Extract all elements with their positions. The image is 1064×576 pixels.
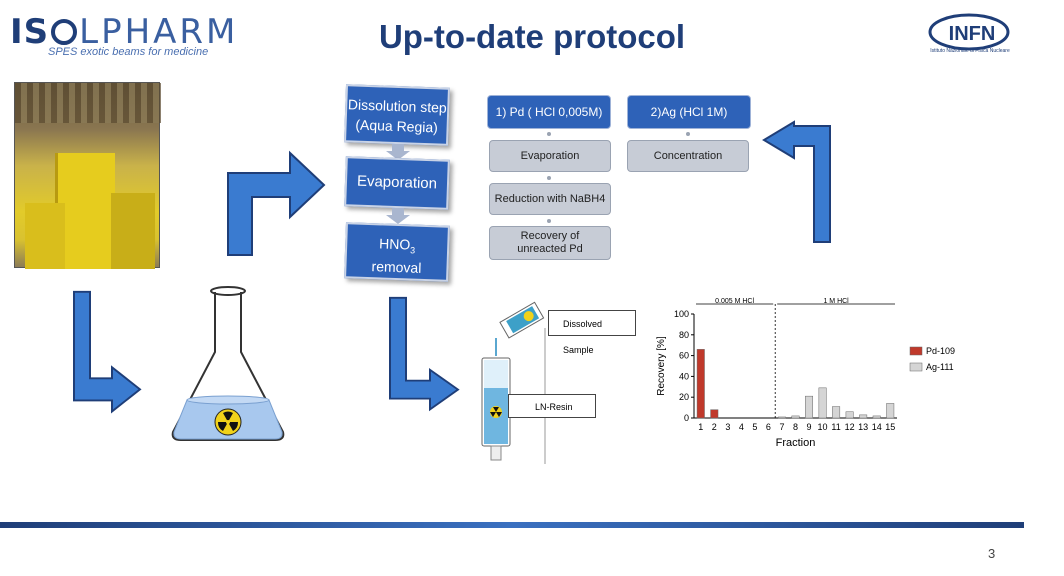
y-tick-label: 80: [679, 330, 689, 340]
legend-swatch: [909, 362, 923, 372]
pd-recovery-box: Recovery of unreacted Pd: [489, 226, 611, 260]
infn-logo-text: INFN: [949, 23, 996, 45]
connector-dot: [547, 176, 551, 180]
bar-Ag-111: [832, 406, 841, 419]
connector-dot: [547, 219, 551, 223]
connector-dot: [547, 132, 551, 136]
x-tick-label: 1: [698, 422, 703, 432]
y-tick-label: 20: [679, 392, 689, 402]
infn-logo: INFN: [928, 13, 1010, 51]
logo-part-a: IS: [10, 12, 50, 52]
hno3-formula: HNO: [378, 235, 411, 253]
pd-reduction-box: Reduction with NaBH4: [489, 183, 611, 215]
y-tick-label: 60: [679, 351, 689, 361]
radiation-icon: [214, 408, 242, 436]
bar-Ag-111: [777, 416, 786, 419]
x-tick-label: 11: [831, 422, 840, 432]
ln-resin-label: LN-Resin: [508, 394, 596, 418]
x-tick-label: 10: [818, 422, 828, 432]
logo-tagline: SPES exotic beams for medicine: [48, 46, 209, 58]
ag-header-box: 2)Ag (HCl 1M): [627, 95, 751, 129]
x-tick-label: 6: [766, 422, 771, 432]
x-tick-label: 5: [752, 422, 757, 432]
dissolved-sample-label: Dissolved Sample: [548, 310, 636, 355]
ag-concentration-box: Concentration: [627, 140, 749, 172]
bar-Pd-109: [696, 349, 705, 419]
arrow-photo-to-flask: [73, 290, 142, 414]
x-tick-label: 3: [725, 422, 730, 432]
x-tick-label: 7: [779, 422, 784, 432]
infn-subtitle: Istituto Nazionale di Fisica Nucleare: [930, 48, 1010, 54]
x-tick-label: 4: [739, 422, 744, 432]
x-axis-label: Fraction: [776, 437, 816, 449]
dissolution-step-label: Dissolution step (Aqua Regia): [347, 96, 447, 136]
bar-Ag-111: [859, 414, 868, 419]
region-label: 1 M HCl: [823, 298, 849, 305]
bar-Ag-111: [886, 403, 895, 419]
region-label: 0.005 M HCl: [715, 298, 754, 305]
legend-swatch: [909, 346, 923, 356]
hno3-removal-box: HNO3 removal: [344, 222, 450, 282]
down-arrow-2: [386, 208, 410, 224]
x-tick-label: 2: [712, 422, 717, 432]
arrow-steps-to-column: [389, 296, 460, 412]
arrow-photo-to-steps: [227, 150, 326, 256]
erlenmeyer-flask: [171, 286, 285, 441]
arrow-chart-to-ag: [762, 120, 831, 243]
evaporation-step-label: Evaporation: [356, 172, 438, 193]
y-tick-label: 0: [684, 413, 689, 423]
x-tick-label: 13: [858, 422, 868, 432]
logo-part-b: LPHARM: [79, 12, 239, 52]
bar-Ag-111: [805, 395, 814, 419]
y-tick-label: 40: [679, 371, 689, 381]
x-tick-label: 14: [872, 422, 882, 432]
reactor-photo: [14, 82, 161, 269]
x-tick-label: 8: [793, 422, 798, 432]
dissolution-step-box: Dissolution step (Aqua Regia): [344, 84, 450, 146]
x-tick-label: 15: [885, 422, 895, 432]
connector-dot: [686, 132, 690, 136]
pd-header-box: 1) Pd ( HCl 0,005M): [487, 95, 611, 129]
y-axis-label: Recovery [%]: [656, 336, 667, 396]
bar-Ag-111: [872, 415, 881, 419]
pd-evaporation-box: Evaporation: [489, 140, 611, 172]
evaporation-step-box: Evaporation: [344, 156, 450, 210]
x-tick-label: 12: [845, 422, 855, 432]
y-tick-label: 100: [674, 309, 689, 319]
down-arrow-1: [386, 144, 410, 160]
page-number: 3: [988, 546, 996, 561]
slide-title: Up-to-date protocol: [378, 18, 686, 55]
bar-Pd-109: [710, 409, 719, 419]
radiation-o-icon: [51, 19, 78, 45]
resin-column: [481, 301, 546, 464]
x-tick-label: 9: [807, 422, 812, 432]
hno3-subscript: 3: [409, 245, 416, 256]
footer-bar: [0, 522, 1024, 528]
removal-label: removal: [371, 257, 422, 276]
isolpharm-logo: IS LPHARM: [10, 12, 238, 52]
bar-Ag-111: [818, 387, 827, 419]
legend-label: Pd-109: [926, 346, 955, 356]
bar-Ag-111: [845, 411, 854, 419]
legend-label: Ag-111: [926, 362, 954, 372]
bar-Ag-111: [791, 415, 800, 419]
